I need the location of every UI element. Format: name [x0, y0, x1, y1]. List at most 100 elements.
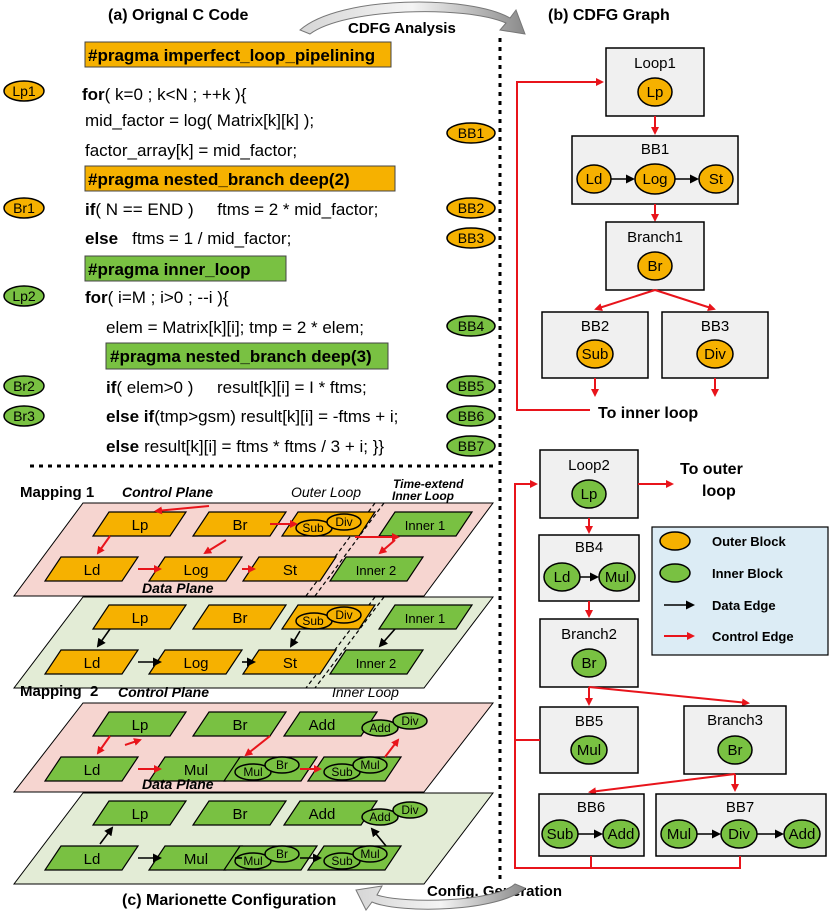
m1c-inner2 [328, 556, 425, 582]
svg-text:Sub: Sub [302, 614, 324, 628]
m1c-st [241, 556, 338, 582]
svg-text:Mul: Mul [577, 742, 601, 759]
m1c-inner1 [377, 511, 474, 537]
node-bb4: BB4 Ld Mul [538, 534, 640, 602]
svg-text:Branch2: Branch2 [561, 626, 617, 643]
svg-text:Br: Br [233, 717, 248, 734]
cdfg-analysis-arrow [299, 1, 526, 35]
to-outer-label-2: loop [702, 483, 736, 500]
node-bb7: BB7 Mul Div Add [655, 793, 827, 857]
svg-text:Add: Add [309, 806, 336, 823]
pragma4-text: #pragma nested_branch deep(3) [110, 347, 372, 366]
code-mid-factor: mid_factor = log( Matrix[k][k] ); [85, 111, 314, 130]
tag-bb4: BB4 [446, 315, 496, 337]
svg-text:BB3: BB3 [458, 230, 485, 246]
svg-text:Br: Br [233, 610, 248, 627]
svg-text:Log: Log [183, 562, 208, 579]
pragma1-highlight [84, 41, 392, 68]
svg-text:Mul: Mul [360, 758, 379, 772]
pragma2-text: #pragma nested_branch deep(2) [88, 170, 350, 189]
config-generation-label: Config. Generation [427, 883, 562, 900]
m1d-br [191, 604, 288, 630]
svg-text:Br: Br [648, 258, 663, 275]
svg-text:Div: Div [704, 346, 726, 363]
svg-text:BB7: BB7 [458, 438, 485, 454]
code-for1: for( k=0 ; k<N ; ++k ){ [82, 85, 247, 104]
svg-text:BB4: BB4 [458, 318, 485, 334]
svg-text:Inner 1: Inner 1 [405, 518, 445, 533]
tag-bb7: BB7 [446, 435, 496, 457]
svg-text:Lp: Lp [647, 84, 664, 101]
svg-text:Br: Br [276, 758, 288, 772]
legend-outer-icon [659, 531, 691, 551]
svg-text:Br: Br [233, 517, 248, 534]
svg-text:Loop1: Loop1 [634, 55, 676, 72]
svg-text:Sub: Sub [302, 521, 324, 535]
svg-text:BB4: BB4 [575, 539, 603, 556]
legend-outer: Outer Block [712, 534, 786, 549]
m2d-br [191, 800, 288, 826]
tag-br3: Br3 [3, 405, 45, 427]
svg-text:Lp1: Lp1 [12, 83, 36, 99]
svg-text:Branch1: Branch1 [627, 229, 683, 246]
svg-text:Lp: Lp [132, 717, 149, 734]
m1-outer-loop-label: Outer Loop [291, 484, 361, 500]
svg-text:Div: Div [728, 826, 750, 843]
svg-text:Br: Br [233, 806, 248, 823]
svg-text:BB2: BB2 [458, 200, 485, 216]
node-bb6: BB6 Sub Add [538, 793, 645, 857]
svg-text:Sub: Sub [331, 854, 353, 868]
tag-lp2: Lp2 [3, 285, 45, 307]
node-branch1: Branch1 Br [605, 221, 705, 291]
svg-text:Mul: Mul [184, 762, 208, 779]
m1d-lp [91, 604, 188, 630]
svg-text:Inner 2: Inner 2 [356, 563, 396, 578]
svg-text:Mul: Mul [360, 847, 379, 861]
svg-text:Ld: Ld [84, 655, 101, 672]
svg-text:Mul: Mul [243, 765, 262, 779]
m1c-br [191, 511, 288, 537]
pragma2-highlight [84, 165, 396, 192]
tag-bb1: BB1 [446, 122, 496, 144]
svg-text:Br1: Br1 [13, 200, 35, 216]
node-bb2: BB2 Sub [541, 311, 649, 379]
svg-text:Loop2: Loop2 [568, 457, 610, 474]
svg-text:Sub: Sub [331, 765, 353, 779]
tag-br2: Br2 [3, 375, 45, 397]
svg-text:Mul: Mul [667, 826, 691, 843]
pragma4-highlight [105, 342, 389, 370]
tag-bb5: BB5 [446, 375, 496, 397]
node-branch2: Branch2 Br [539, 618, 639, 688]
svg-text:BB6: BB6 [458, 408, 485, 424]
legend-inner-icon [659, 563, 691, 583]
m1-time-extend-2: Inner Loop [392, 489, 454, 503]
cdfg-analysis-label: CDFG Analysis [348, 20, 456, 37]
svg-text:Inner 1: Inner 1 [405, 611, 445, 626]
svg-text:BB3: BB3 [701, 318, 729, 335]
svg-text:Log: Log [642, 171, 667, 188]
heading-c: (c) Marionette Configuration [122, 892, 336, 909]
svg-text:Sub: Sub [582, 346, 609, 363]
svg-text:St: St [283, 655, 298, 672]
tag-bb3: BB3 [446, 227, 496, 249]
svg-text:BB5: BB5 [458, 378, 485, 394]
legend-control-edge: Control Edge [712, 629, 794, 644]
svg-text:BB7: BB7 [726, 799, 754, 816]
node-branch3: Branch3 Br [683, 705, 787, 775]
m1-data-plane-label: Data Plane [142, 580, 214, 596]
m2d-lp [91, 800, 188, 826]
node-bb1: BB1 Ld Log St [571, 135, 739, 205]
svg-text:Mul: Mul [243, 854, 262, 868]
svg-text:Add: Add [369, 721, 390, 735]
mapping1-label: Mapping 1 [20, 484, 94, 501]
svg-text:Add: Add [608, 826, 635, 843]
to-outer-label-1: To outer [680, 461, 743, 478]
pragma3-text: #pragma inner_loop [88, 260, 250, 279]
tag-br1: Br1 [3, 197, 45, 219]
m2c-ld [43, 756, 140, 782]
m1c-ld [43, 556, 140, 582]
node-bb3: BB3 Div [661, 311, 769, 379]
svg-text:Lp: Lp [132, 610, 149, 627]
svg-text:Lp: Lp [132, 806, 149, 823]
